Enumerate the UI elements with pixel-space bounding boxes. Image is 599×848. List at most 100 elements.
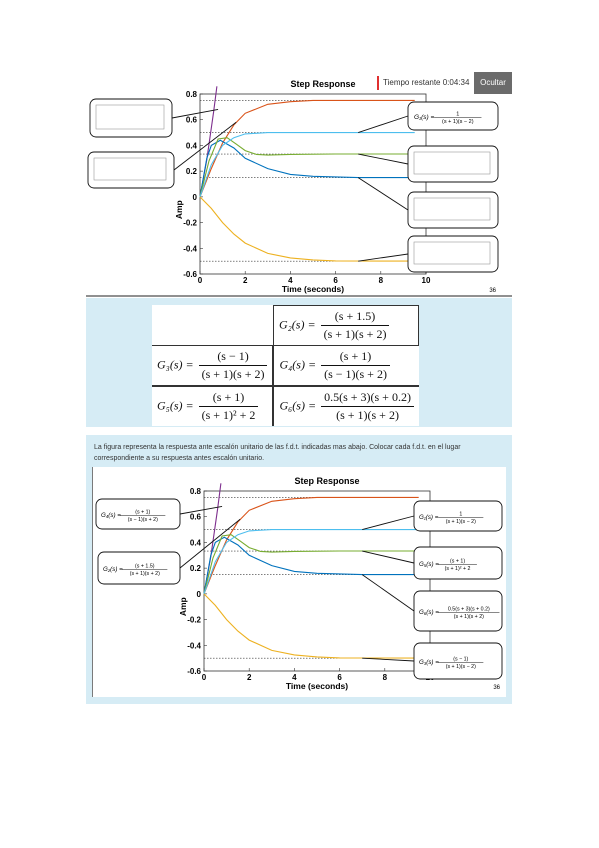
drop-zone[interactable]: G₁(s) =1(s + 1)(s − 2): [358, 101, 499, 133]
formula-lhs: G₁(s) =: [419, 514, 439, 521]
fraction: (s + 1)(s − 1)(s + 2): [321, 349, 390, 382]
drop-zone[interactable]: [358, 235, 499, 273]
transfer-function-table: G₂(s) = (s + 1.5)(s + 1)(s + 2) G₃(s) = …: [152, 305, 420, 426]
drop-zone[interactable]: [358, 145, 499, 183]
fraction: 0.5(s + 3)(s + 0.2)(s + 1)(s + 2): [321, 390, 414, 423]
drop-zone[interactable]: G₃(s) =(s − 1)(s + 1)(s − 2): [362, 642, 503, 680]
drop-zone[interactable]: [87, 121, 237, 189]
timer: Tiempo restante 0:04:34: [377, 76, 469, 90]
denominator: (s + 1)(s + 2): [323, 327, 387, 341]
chart-title: Step Response: [290, 79, 355, 89]
pointer-line: [179, 505, 223, 515]
eq-g2: G₂(s) = (s + 1.5)(s + 1)(s + 2): [272, 305, 420, 346]
response-curve: [199, 196, 415, 262]
pointer-line: [358, 253, 409, 262]
empty-slot[interactable]: [413, 151, 491, 175]
callout-box: [413, 642, 503, 680]
formula-denominator: (s − 1)(s + 2): [128, 517, 158, 523]
hide-button[interactable]: Ocultar: [474, 72, 512, 94]
formula-denominator: (s + 1)(s − 2): [442, 119, 474, 125]
pointer-line: [173, 121, 237, 171]
formula-numerator: (s + 1.5): [135, 564, 155, 570]
eq-g4-lhs: G₄(s) =: [279, 357, 317, 372]
response-curve: [203, 593, 419, 659]
pointer-line: [357, 177, 409, 211]
drop-zone[interactable]: G₁(s) = 1(s + 1)(s − 2): [362, 500, 503, 532]
formula-denominator: (s + 1)(s − 2): [446, 519, 476, 525]
callout-box: [413, 500, 503, 532]
response-curve: [203, 529, 419, 595]
drop-zone[interactable]: [357, 177, 499, 229]
formula-lhs: G₆(s) =: [419, 609, 439, 616]
y-tick-label: 0.4: [190, 538, 202, 547]
x-tick-label: 4: [292, 673, 297, 682]
x-tick-label: 4: [288, 276, 293, 285]
denominator: (s + 1)(s + 2): [336, 408, 399, 422]
eq-g5-lhs: G₅(s) =: [157, 398, 194, 413]
x-tick-label: 2: [247, 673, 252, 682]
y-tick-label: 0: [193, 193, 198, 202]
empty-slot[interactable]: [413, 197, 491, 221]
y-tick-label: 0.8: [186, 90, 198, 99]
response-curve: [199, 139, 415, 197]
eq-g6: G₆(s) = 0.5(s + 3)(s + 0.2)(s + 1)(s + 2…: [273, 385, 419, 426]
drop-zone[interactable]: [89, 98, 219, 138]
y-tick-label: 0.8: [190, 487, 202, 496]
response-curve: [203, 536, 419, 594]
numerator: (s + 1.5): [320, 309, 390, 326]
eq-g3-lhs: G₃(s) =: [157, 357, 194, 372]
callout-box: [413, 590, 503, 632]
callout-box: [97, 551, 181, 585]
callout-box: [95, 498, 181, 530]
formula-lhs: G₁(s) =: [414, 114, 434, 121]
denominator: (s + 1)(s + 2): [201, 367, 265, 381]
formula-lhs: G₂(s) =: [103, 566, 123, 573]
pointer-line: [179, 518, 241, 569]
instructions-text: La figura representa la respuesta ante e…: [94, 444, 461, 462]
x-tick-label: 8: [379, 276, 384, 285]
y-tick-label: -0.2: [187, 616, 201, 625]
formula-denominator: (s + 1)(s − 2): [446, 664, 476, 670]
drop-zone[interactable]: G₅(s) =(s + 1)(s + 1)² + 2: [362, 546, 503, 580]
quiz-screenshot-2: La figura representa la respuesta ante e…: [86, 435, 512, 704]
x-tick-label: 6: [337, 673, 342, 682]
empty-slot[interactable]: [93, 157, 167, 181]
drop-zone[interactable]: G₆(s) =0.5(s + 3)(s + 0.2)(s + 1)(s + 2): [361, 574, 503, 632]
y-tick-label: -0.4: [183, 244, 197, 253]
y-tick-label: 0.6: [190, 513, 202, 522]
y-axis-label: Amp: [178, 597, 188, 616]
y-tick-label: 0.2: [190, 564, 202, 573]
formula-lhs: G₅(s) =: [419, 561, 439, 568]
x-tick-label: 10: [422, 276, 431, 285]
formula-denominator: (s + 1)(s + 2): [130, 571, 160, 577]
formula-numerator: 0.5(s + 3)(s + 0.2): [448, 607, 490, 613]
eq-g3: G₃(s) = (s − 1)(s + 1)(s + 2): [152, 345, 275, 386]
denominator: (s + 1)² + 2: [201, 408, 256, 422]
page-number: 36: [493, 685, 500, 691]
callout-box: [407, 101, 499, 131]
drop-zone[interactable]: G₄(s) =(s + 1)(s − 1)(s + 2): [95, 498, 223, 530]
callout-box: [413, 546, 503, 580]
eq-g2-lhs: G₂(s) =: [278, 317, 316, 332]
formula-numerator: 1: [459, 512, 462, 518]
x-tick-label: 8: [383, 673, 388, 682]
response-curve: [203, 534, 419, 595]
formula-denominator: (s + 1)² + 2: [445, 566, 471, 572]
empty-cell: [152, 306, 273, 346]
y-tick-label: -0.6: [187, 667, 201, 676]
pointer-line: [358, 115, 409, 133]
empty-slot[interactable]: [413, 241, 491, 265]
eq-g4: G₄(s) = (s + 1)(s − 1)(s + 2): [273, 345, 419, 386]
empty-slot[interactable]: [95, 104, 165, 130]
y-tick-label: 0.6: [186, 116, 198, 125]
denominator: (s − 1)(s + 2): [324, 367, 387, 381]
x-axis-label: Time (seconds): [286, 681, 348, 691]
response-curve: [199, 132, 415, 198]
pointer-line: [362, 657, 415, 662]
drop-zone[interactable]: G₂(s) = (s + 1.5)(s + 1)(s + 2): [97, 518, 241, 585]
pointer-line: [171, 108, 219, 119]
